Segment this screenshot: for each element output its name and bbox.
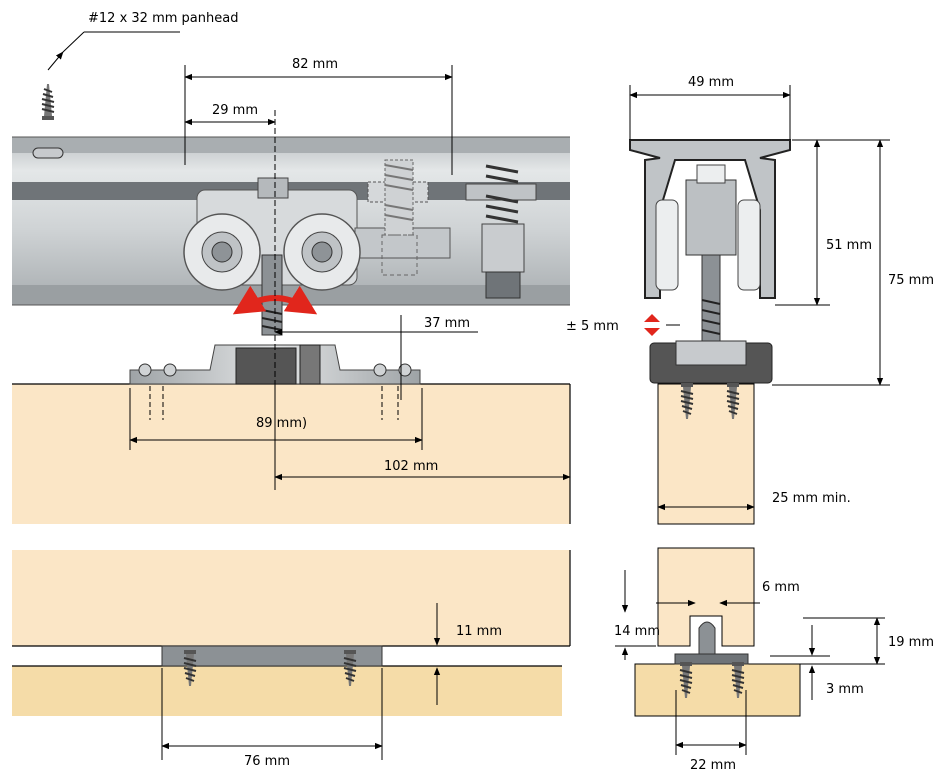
dim-19-label: 19 mm (888, 635, 934, 650)
door-panel-front-bottom (12, 550, 571, 647)
track-profile (629, 139, 791, 346)
screw-spec-label: #12 x 32 mm panhead (88, 11, 238, 26)
dim-89-label: 89 mm) (256, 416, 307, 431)
dim-3-label: 3 mm (826, 682, 864, 697)
floor-front (12, 665, 562, 716)
dim-49-label: 49 mm (688, 75, 734, 90)
dim-82-label: 82 mm (292, 57, 338, 72)
dimension-lines-front (47, 31, 571, 490)
roller-carriage (183, 177, 451, 336)
door-panel-profile-bottom (657, 547, 755, 647)
dim-25-label: 25 mm min. (772, 491, 851, 506)
rotate-arrow-icon (232, 285, 318, 315)
dim-adjust-label: ± 5 mm (566, 319, 619, 334)
floor-profile (634, 663, 801, 717)
dim-76-label: 76 mm (244, 754, 290, 769)
dim-51-label: 51 mm (826, 238, 872, 253)
dimension-lines-profile (629, 85, 890, 511)
door-panel-front-top (12, 383, 571, 524)
floor-guide-front (161, 645, 383, 687)
dim-14-label: 14 mm (614, 624, 660, 639)
adjust-arrows-icon (644, 314, 660, 336)
floor-guide-profile (674, 621, 749, 699)
dimension-lines-floor-profile (615, 570, 885, 755)
dim-11-label: 11 mm (456, 624, 502, 639)
screw-icon (41, 83, 55, 121)
stop-bumper-dashed (367, 159, 429, 276)
dim-75-label: 75 mm (888, 273, 934, 288)
dim-37-label: 37 mm (424, 316, 470, 331)
dimension-lines-floor-front (161, 603, 441, 760)
door-panel-profile-top (657, 383, 755, 525)
dim-6-label: 6 mm (762, 580, 800, 595)
stop-bumper (465, 164, 537, 299)
dim-102-label: 102 mm (384, 459, 438, 474)
dim-29-label: 29 mm (212, 103, 258, 118)
bracket-profile (649, 340, 773, 384)
dim-22-label: 22 mm (690, 758, 736, 773)
